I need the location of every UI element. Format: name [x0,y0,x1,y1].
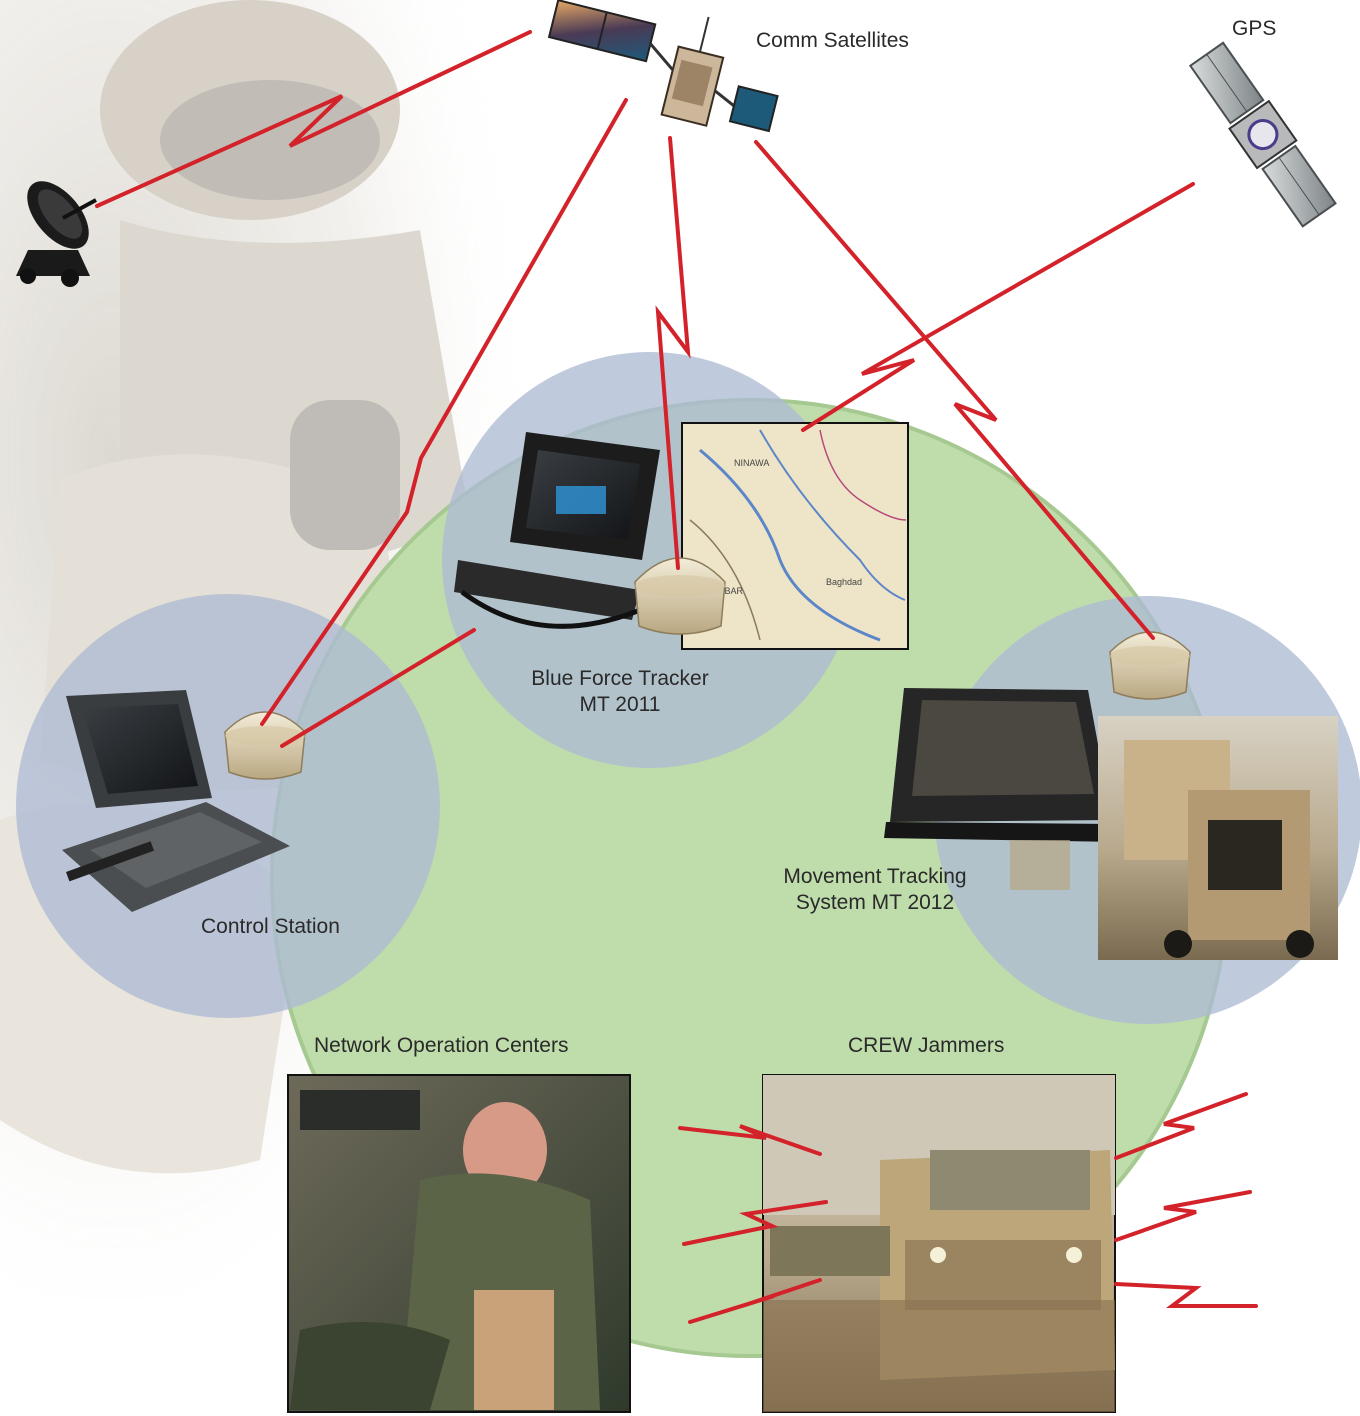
map-label-anbar: ANBAR [712,586,744,596]
jammer-signal-2 [682,1200,828,1246]
satellite-dish-icon [16,181,97,287]
convoy-photo [1010,716,1338,960]
jammer-signal-1 [678,1124,822,1156]
blue-force-tracker-laptop [454,432,660,629]
crew-jammers-label: CREW Jammers [848,1034,1005,1057]
movement-tracking-label-line2: System MT 2012 [795,891,955,914]
link-comm-satellite-to-control-station [260,98,628,726]
red-links [95,30,1258,1324]
jammer-signal-3 [688,1278,822,1324]
network-operation-centers-label: Network Operation Centers [314,1034,569,1057]
antenna-dome-icon [1109,631,1191,700]
link-gps-to-blue-force-tracker [801,182,1195,432]
link-comm-satellite-to-movement-tracking [754,140,1155,640]
crew-jammers-photo [762,1074,1116,1413]
comm-satellites-label: Comm Satellites [756,29,909,52]
antenna-dome-icon [634,557,726,635]
blue-force-tracker-label-line2: MT 2011 [579,693,661,716]
blue-force-tracker-label-line1: Blue Force Tracker [531,667,709,690]
control-station-label: Control Station [201,915,340,938]
link-comm-satellite-to-blue-force-tracker [655,136,691,570]
jammer-signal-5 [1114,1190,1252,1242]
blue-force-tracker-label: Blue Force Tracker MT 2011 [490,666,750,718]
map-label-ninawa: NINAWA [734,458,769,468]
movement-tracking-label-line1: Movement Tracking [783,865,967,888]
network-operation-centers-photo [287,1074,631,1413]
map-label-baghdad: Baghdad [826,577,862,587]
comm-satellite-icon [547,0,779,133]
gps-satellite-icon [1188,41,1337,228]
control-station-laptop [62,690,290,912]
movement-tracking-tablet [884,688,1120,842]
jammer-signal-6 [1114,1282,1258,1308]
link-blue-force-tracker-to-control-station [280,628,476,748]
gps-label: GPS [1232,17,1277,40]
movement-tracking-label: Movement Tracking System MT 2012 [750,864,1000,916]
control-station-zone [16,594,440,1018]
antenna-dome-icon [224,711,306,780]
jammer-signal-4 [1114,1092,1248,1160]
link-dish-to-comm-satellite [95,30,532,208]
